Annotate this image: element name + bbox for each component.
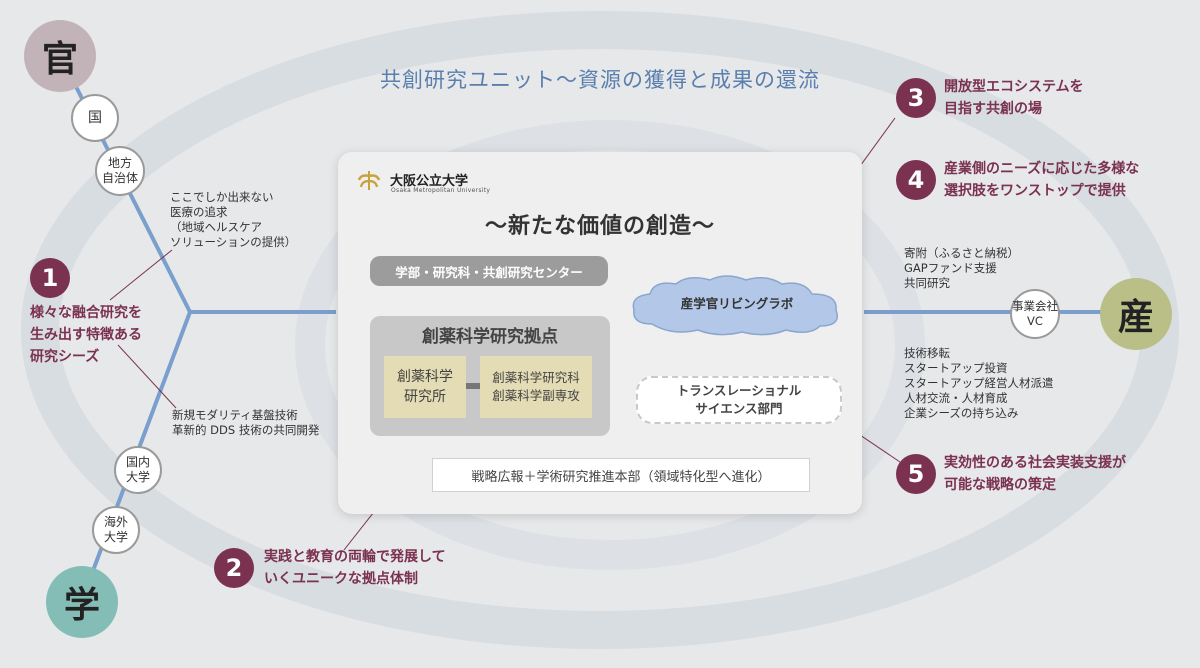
graduate-school-box: 創薬科学研究科 創薬科学副専攻 [480, 356, 592, 418]
callout-5-badge: 5 [896, 454, 936, 494]
faculty-pill: 学部・研究科・共創研究センター [370, 256, 608, 286]
node-local-government: 地方 自治体 [95, 146, 145, 196]
node-country: 国 [71, 94, 119, 142]
hub-government: 官 [24, 20, 96, 92]
swirl-inner [295, 120, 925, 570]
diagram-title: 共創研究ユニット〜資源の獲得と成果の還流 [380, 68, 820, 92]
drug-discovery-hub-title: 創薬科学研究拠点 [422, 327, 558, 347]
living-lab-label: 産学官リビングラボ [680, 296, 794, 311]
callout-4-text: 産業側のニーズに応じた多様な 選択肢をワンストップで提供 [944, 161, 1140, 199]
industry-note-top: 寄附（ふるさと納税） GAPファンド支援 共同研究 [904, 246, 1019, 290]
university-logo-subtitle: Osaka Metropolitan University [391, 187, 491, 194]
institute-connector [466, 383, 480, 389]
hub-academia-label: 学 [63, 585, 100, 626]
government-note: ここでしか出来ない 医療の追求 （地域ヘルスケア ソリューションの提供） [170, 190, 297, 249]
callout-4-badge: 4 [896, 160, 936, 200]
translational-science-pill: トランスレーショナル サイエンス部門 [636, 376, 842, 424]
hub-government-label: 官 [41, 39, 78, 80]
callout-2-text: 実践と教育の両輪で発展して いくユニークな拠点体制 [264, 549, 446, 587]
callout-3-text: 開放型エコシステムを 目指す共創の場 [944, 79, 1084, 117]
callout-5-text: 実効性のある社会実装支援が 可能な戦略の策定 [944, 455, 1126, 493]
callout-1-badge: 1 [30, 258, 70, 298]
panel-headline: 〜新たな価値の創造〜 [484, 214, 715, 239]
leader-1b [117, 344, 177, 409]
academia-note: 新規モダリティ基盤技術 革新的 DDS 技術の共同開発 [172, 408, 320, 437]
hub-academia: 学 [46, 566, 118, 638]
university-logo-name: 大阪公立大学 [390, 174, 469, 189]
callout-2-badge: 2 [214, 548, 254, 588]
node-domestic-university: 国内 大学 [114, 446, 162, 494]
hub-industry-label: 産 [1117, 297, 1154, 338]
hub-industry: 産 [1100, 278, 1172, 350]
strategy-headquarters-box: 戦略広報＋学術研究推進本部（領域特化型へ進化） [432, 458, 810, 492]
industry-note-bottom: 技術移転 スタートアップ投資 スタートアップ経営人材派遣 人材交流・人材育成 企… [904, 346, 1054, 420]
institute-box: 創薬科学 研究所 [384, 356, 466, 418]
node-overseas-university: 海外 大学 [92, 506, 140, 554]
leader-1 [109, 249, 173, 301]
callout-1-text: 様々な融合研究を 生み出す特徴ある 研究シーズ [30, 305, 142, 365]
node-company-vc: 事業会社 VC [1010, 289, 1060, 339]
living-lab-cloud [632, 275, 838, 336]
callout-3-badge: 3 [896, 78, 936, 118]
university-logo-icon [357, 171, 381, 190]
